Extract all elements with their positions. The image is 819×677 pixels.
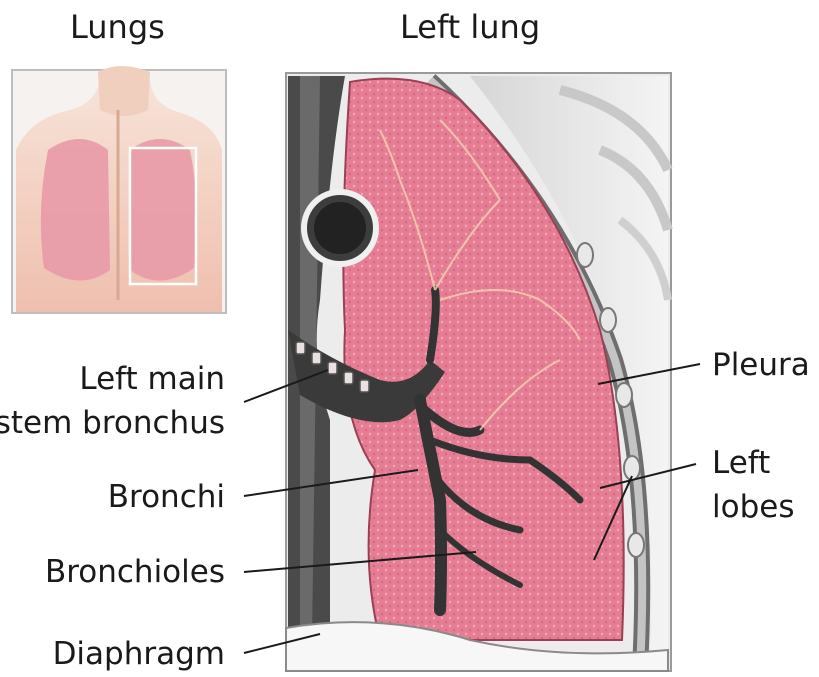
label-bronchi: Bronchi: [108, 478, 225, 516]
left-lung-thumbnail: [130, 139, 197, 281]
right-lung-thumbnail: [41, 139, 110, 281]
label-left-lobes-line2: lobes: [712, 488, 794, 526]
label-left-main-line2: stem bronchus: [0, 404, 225, 442]
label-left-main-line1: Left main: [79, 360, 225, 398]
label-bronchioles: Bronchioles: [45, 553, 225, 591]
torso-thumbnail: [12, 66, 226, 313]
left-lung-detail: [286, 73, 671, 671]
label-left-lobes-line1: Left: [712, 444, 770, 482]
label-pleura: Pleura: [712, 346, 810, 384]
label-diaphragm: Diaphragm: [53, 635, 225, 673]
